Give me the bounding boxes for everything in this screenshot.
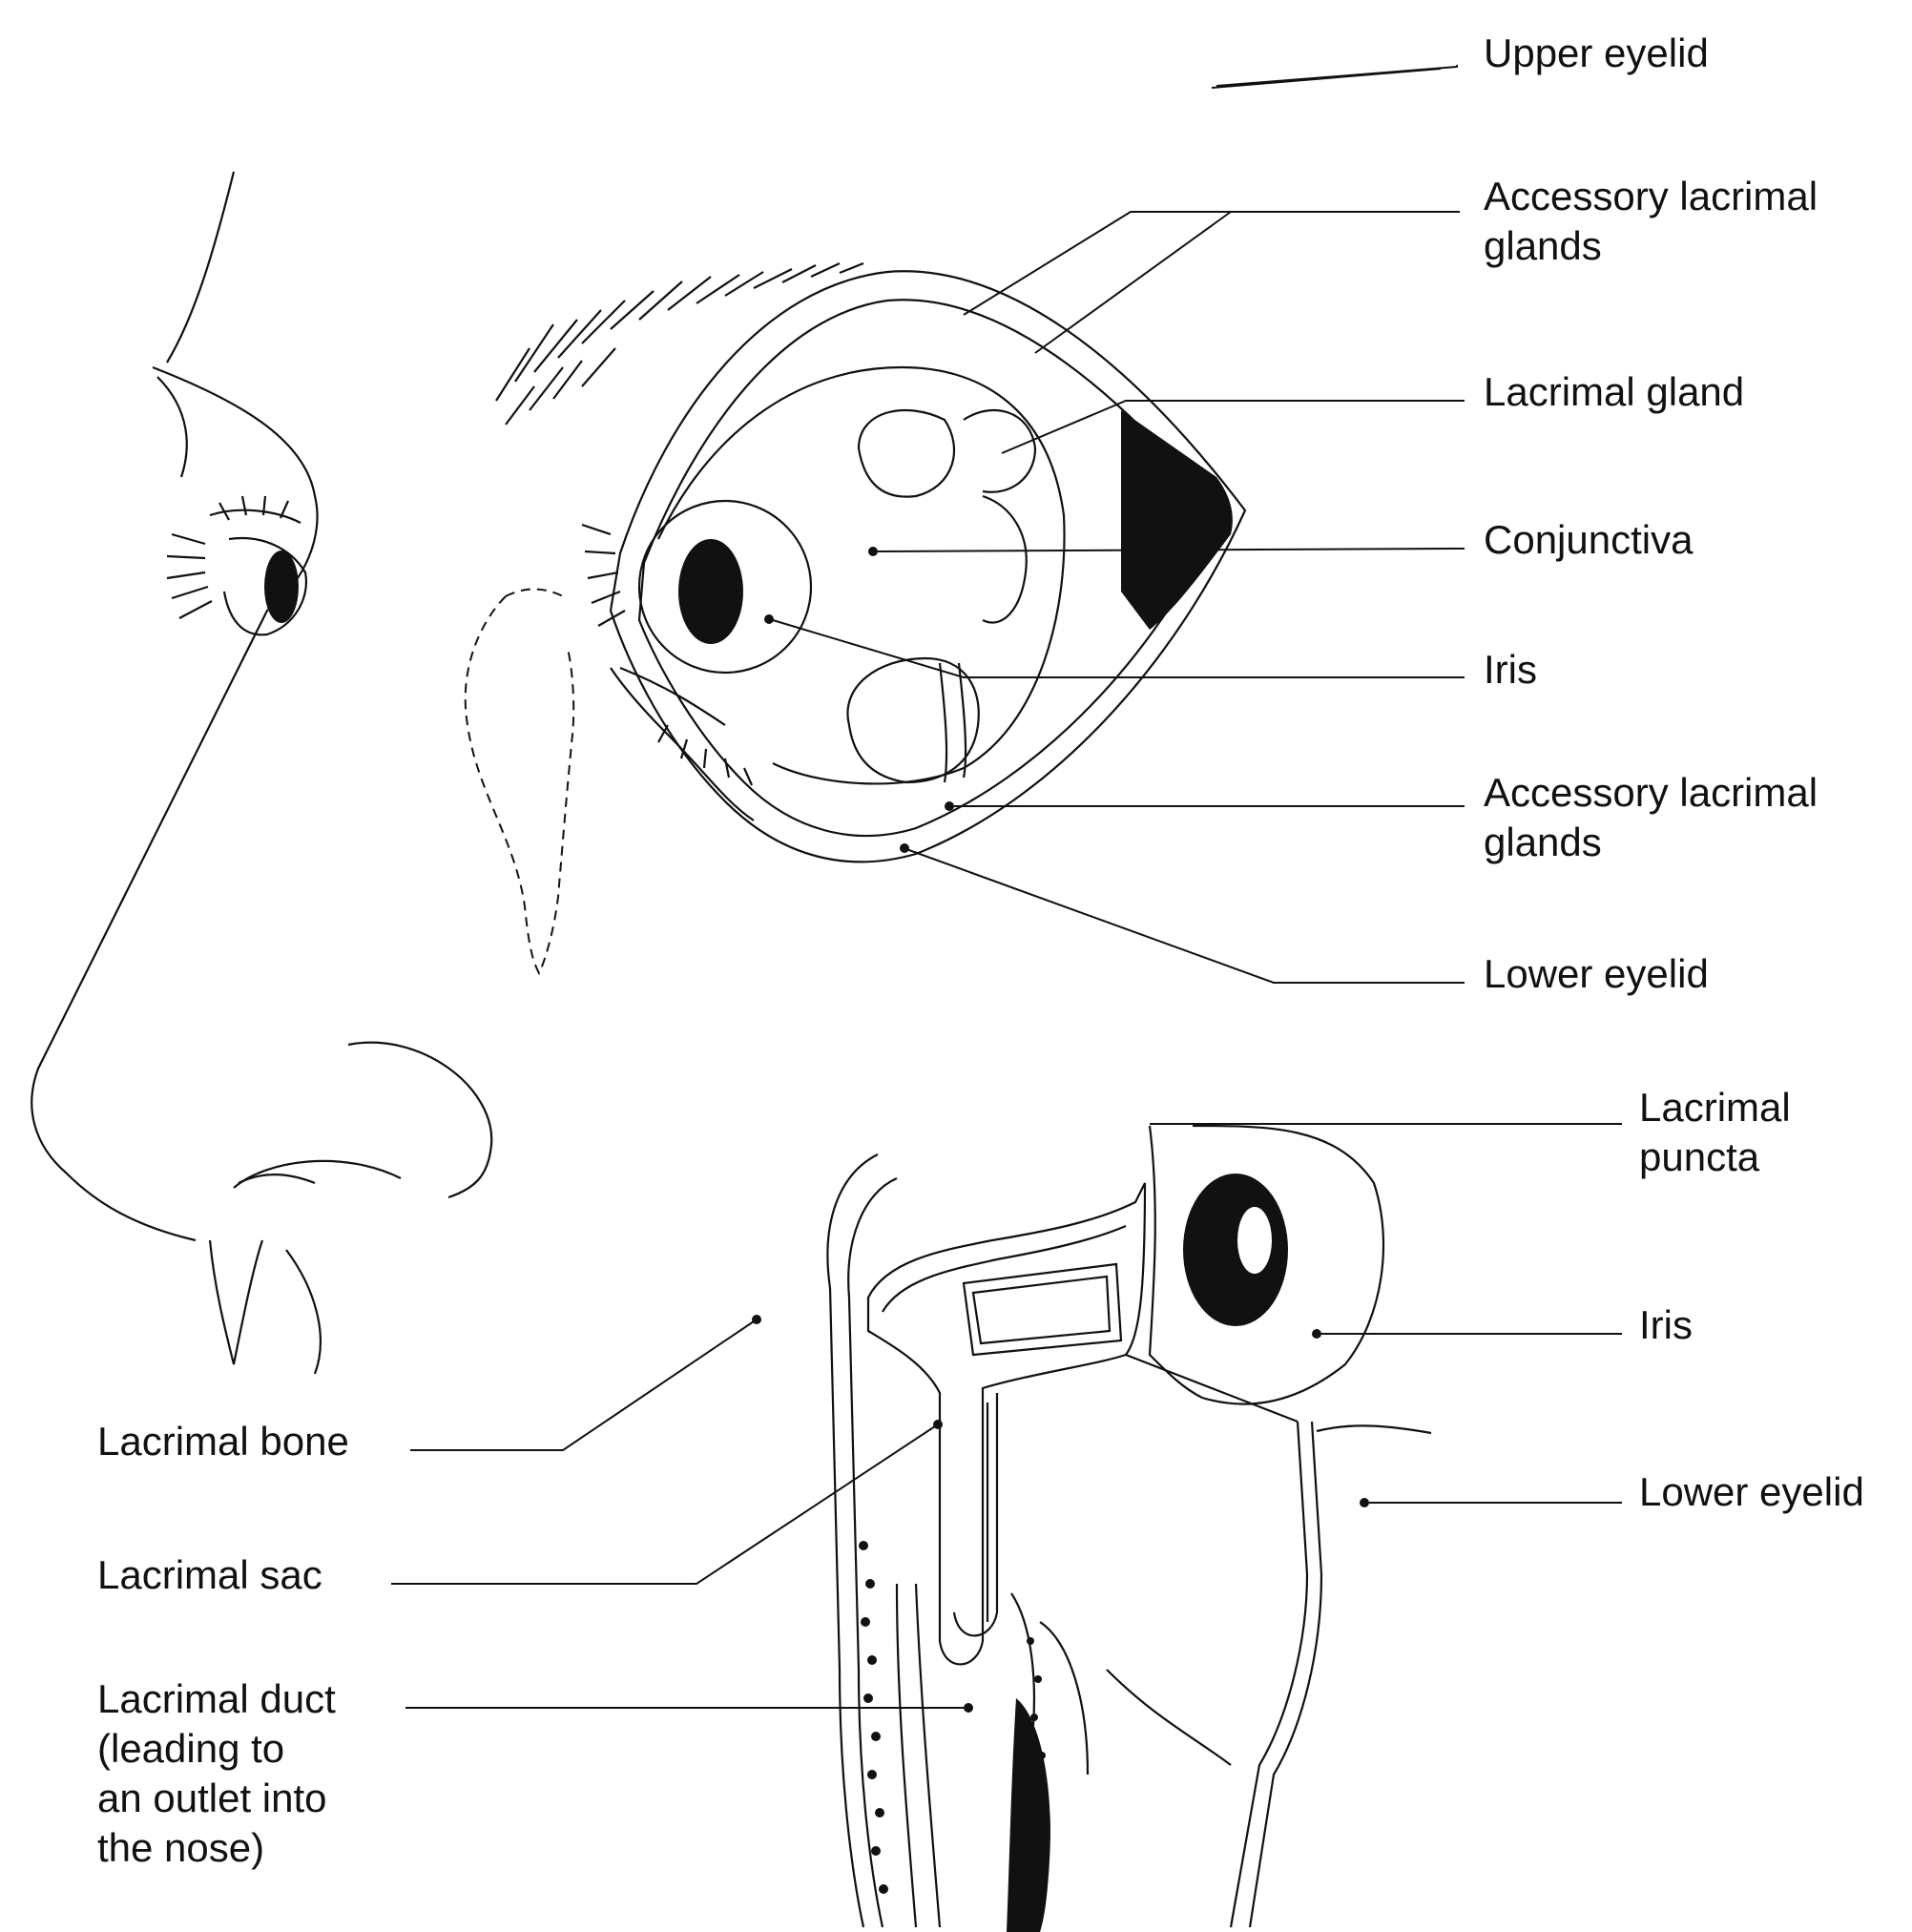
label-conjunctiva: Conjunctiva	[1484, 517, 1694, 562]
label-iris-top: Iris	[1484, 647, 1537, 692]
label-lacrimal-puncta-2: puncta	[1639, 1134, 1760, 1179]
label-lacrimal-duct-2: (leading to	[97, 1726, 284, 1771]
label-lacrimal-duct-4: the nose)	[97, 1825, 264, 1870]
cross-section-eyeball	[1150, 1126, 1383, 1404]
face-profile	[31, 172, 491, 1374]
label-lacrimal-sac: Lacrimal sac	[97, 1552, 322, 1597]
label-lacrimal-duct-3: an outlet into	[97, 1776, 327, 1820]
label-accessory-lacrimal-glands-upper-2: glands	[1484, 223, 1602, 268]
label-upper-eyelid: Upper eyelid	[1484, 31, 1709, 75]
labels: Upper eyelid Accessory lacrimal glands L…	[97, 31, 1864, 1870]
label-accessory-lacrimal-glands-upper-1: Accessory lacrimal	[1484, 174, 1818, 218]
label-lacrimal-puncta-1: Lacrimal	[1639, 1085, 1791, 1130]
label-lower-eyelid-top: Lower eyelid	[1484, 951, 1709, 996]
cross-section-sac-duct	[827, 1154, 1431, 1932]
label-accessory-lacrimal-glands-lower-1: Accessory lacrimal	[1484, 770, 1818, 815]
dashed-sac-outline	[466, 590, 573, 974]
label-lacrimal-gland: Lacrimal gland	[1484, 369, 1744, 414]
eyebrow	[496, 263, 863, 425]
frontal-eye	[582, 271, 1245, 862]
label-lacrimal-duct-1: Lacrimal duct	[97, 1676, 336, 1721]
profile-eye	[167, 496, 306, 634]
leader-lines	[391, 65, 1622, 1713]
label-iris-bottom: Iris	[1639, 1302, 1693, 1347]
label-lacrimal-bone: Lacrimal bone	[97, 1419, 349, 1464]
label-accessory-lacrimal-glands-lower-2: glands	[1484, 820, 1602, 864]
label-lower-eyelid-bottom: Lower eyelid	[1639, 1469, 1864, 1514]
